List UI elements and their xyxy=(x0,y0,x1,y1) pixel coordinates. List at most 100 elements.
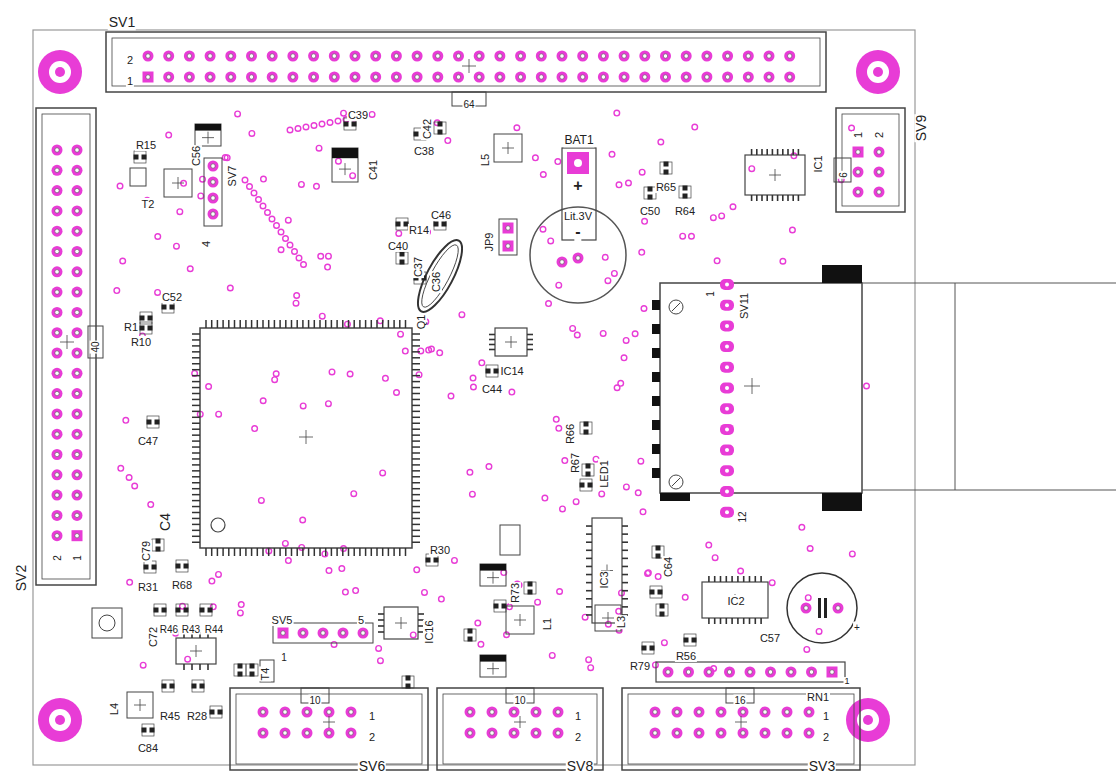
part-label: R43 xyxy=(181,624,201,635)
pad-hole xyxy=(767,75,771,79)
pad xyxy=(660,51,671,62)
via xyxy=(541,172,547,178)
part-label: C36 xyxy=(430,271,442,293)
pad-hole xyxy=(55,391,59,395)
pad-hole xyxy=(75,432,79,436)
pad-hole xyxy=(725,345,729,349)
pad xyxy=(531,728,542,739)
part-label: 2 xyxy=(52,554,63,562)
sd-screw xyxy=(669,300,683,314)
origin-cross xyxy=(514,614,526,626)
via xyxy=(283,541,289,547)
smd-pad xyxy=(586,472,591,477)
pad xyxy=(853,167,864,178)
pad xyxy=(639,51,650,62)
pad-hole xyxy=(560,260,564,264)
pad xyxy=(694,728,705,739)
via xyxy=(350,173,356,179)
pad xyxy=(208,209,219,220)
via xyxy=(614,385,620,391)
origin-cross xyxy=(134,699,146,711)
pad xyxy=(184,51,195,62)
smd-pad xyxy=(528,590,533,595)
via xyxy=(260,203,266,209)
inductor-body xyxy=(164,169,192,197)
pad xyxy=(557,257,568,268)
cpu-pin xyxy=(331,548,333,556)
via xyxy=(459,312,465,318)
pad-square xyxy=(503,223,514,234)
pad-hole xyxy=(697,710,701,714)
pad xyxy=(205,51,216,62)
via xyxy=(626,180,632,186)
via xyxy=(804,647,810,653)
cpu-pin xyxy=(291,320,293,328)
smd-pad xyxy=(664,170,669,175)
inductor-body xyxy=(506,606,534,634)
pad-hole xyxy=(75,371,79,375)
ic-pin xyxy=(586,606,592,608)
pad-hole xyxy=(581,75,585,79)
sd-pad xyxy=(720,383,734,394)
part-label: L1 xyxy=(541,617,553,631)
board-outline xyxy=(33,30,915,765)
smd-pad xyxy=(426,558,431,563)
via xyxy=(318,253,324,259)
smd-pad xyxy=(155,420,160,425)
cpu-pin xyxy=(239,320,241,328)
ic-pin xyxy=(586,549,592,551)
via xyxy=(799,525,805,531)
cpu-pin xyxy=(228,548,230,556)
ic-pin xyxy=(766,149,768,155)
origin-cross xyxy=(769,169,781,181)
via xyxy=(470,375,476,381)
part-label: C56 xyxy=(190,145,202,167)
via xyxy=(645,571,651,577)
pad xyxy=(298,628,309,639)
via xyxy=(574,332,580,338)
pad-hole xyxy=(643,75,647,79)
pad xyxy=(738,728,749,739)
via xyxy=(738,568,744,574)
part-label: T4 xyxy=(259,667,271,682)
smd-pad xyxy=(528,582,533,587)
pad xyxy=(494,72,505,83)
smd-pad xyxy=(250,664,255,669)
pad-hole xyxy=(229,75,233,79)
smd-outline xyxy=(402,676,414,688)
cpu-pin xyxy=(251,548,253,556)
via xyxy=(780,258,786,264)
pad-hole xyxy=(877,150,881,154)
ic-pin xyxy=(586,582,592,584)
part-label: 6 xyxy=(838,171,849,179)
part-label: 10 xyxy=(308,695,321,706)
pad xyxy=(804,707,815,718)
via xyxy=(300,403,306,409)
pad xyxy=(764,72,775,83)
pad xyxy=(716,707,727,718)
pad-hole xyxy=(684,54,688,58)
sd-socket xyxy=(660,283,862,493)
cpu-pin xyxy=(388,548,390,556)
part-label: Lit.3V xyxy=(563,210,593,222)
pad-hole xyxy=(75,452,79,456)
pad-hole xyxy=(807,731,811,735)
cpu-pin xyxy=(412,423,420,425)
smd-pad xyxy=(154,608,159,613)
pad xyxy=(515,51,526,62)
part-label: C39 xyxy=(347,109,369,121)
smd-pad xyxy=(134,155,139,160)
ic-pin xyxy=(489,334,495,336)
pad xyxy=(350,51,361,62)
via xyxy=(314,184,320,190)
via xyxy=(249,131,255,137)
part-label: LED1 xyxy=(598,459,610,489)
capacitor-body xyxy=(480,564,506,586)
part-label: L4 xyxy=(108,702,120,716)
via xyxy=(247,184,253,190)
via xyxy=(345,321,351,327)
capacitor-band xyxy=(480,655,506,662)
pad-hole xyxy=(146,54,150,58)
cpu-pin xyxy=(353,548,355,556)
pad-hole xyxy=(55,371,59,375)
